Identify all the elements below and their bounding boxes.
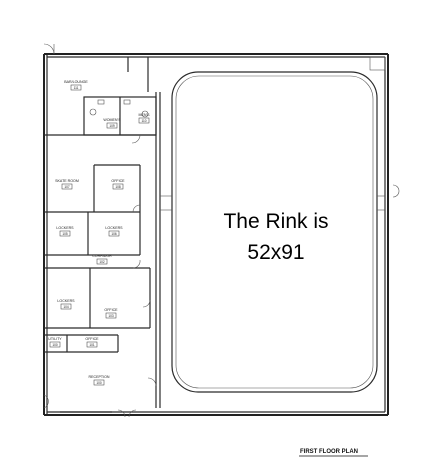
room-labels: BAR/LOUNGE 111 WOMEN'S 109 MEN'S 110 SKA… bbox=[48, 80, 150, 386]
room-tag-lockers-105: LOCKERS 105 bbox=[56, 226, 74, 237]
svg-text:MEN'S: MEN'S bbox=[138, 113, 150, 117]
svg-text:104: 104 bbox=[63, 305, 69, 309]
rink-boards bbox=[160, 71, 385, 393]
room-tag-skate-room: SKATE ROOM 107 bbox=[55, 179, 79, 190]
room-tag-office-103: OFFICE 103 bbox=[104, 308, 118, 319]
svg-text:109: 109 bbox=[109, 124, 115, 128]
exterior-walls bbox=[43, 53, 389, 416]
room-tag-corridor: CORRIDOR 102 bbox=[92, 254, 112, 265]
plan-title: FIRST FLOOR PLAN bbox=[300, 449, 358, 455]
svg-text:UTILITY: UTILITY bbox=[48, 337, 62, 341]
svg-text:CORRIDOR: CORRIDOR bbox=[92, 254, 112, 258]
svg-text:OFFICE: OFFICE bbox=[85, 337, 99, 341]
svg-text:LOCKERS: LOCKERS bbox=[57, 299, 75, 303]
svg-text:105: 105 bbox=[62, 232, 68, 236]
svg-text:106: 106 bbox=[111, 232, 117, 236]
room-tag-office-101: OFFICE 101 bbox=[85, 337, 99, 348]
svg-text:111: 111 bbox=[74, 86, 79, 90]
room-tag-lockers-104: LOCKERS 104 bbox=[57, 299, 75, 310]
svg-text:100: 100 bbox=[52, 343, 58, 347]
svg-text:OFFICE: OFFICE bbox=[111, 179, 125, 183]
svg-text:WOMEN'S: WOMEN'S bbox=[103, 118, 121, 122]
svg-text:OFFICE: OFFICE bbox=[104, 308, 118, 312]
room-tag-utility: UTILITY 100 bbox=[48, 337, 62, 348]
svg-text:101: 101 bbox=[89, 343, 95, 347]
room-tag-reception: RECEPTION 100 bbox=[89, 375, 110, 386]
svg-text:LOCKERS: LOCKERS bbox=[105, 226, 123, 230]
svg-text:SKATE ROOM: SKATE ROOM bbox=[55, 179, 79, 183]
doors bbox=[43, 43, 400, 418]
svg-text:100: 100 bbox=[96, 381, 102, 385]
room-tag-office-top: OFFICE 108 bbox=[111, 179, 125, 190]
room-tag-bar-lounge: BAR/LOUNGE 111 bbox=[64, 80, 88, 91]
svg-text:102: 102 bbox=[99, 260, 105, 264]
svg-text:LOCKERS: LOCKERS bbox=[56, 226, 74, 230]
svg-text:110: 110 bbox=[141, 119, 146, 123]
room-tag-mens: MEN'S 110 bbox=[138, 113, 150, 124]
room-tag-lockers-106: LOCKERS 106 bbox=[105, 226, 123, 237]
rink-annotation-line2: 52x91 bbox=[247, 241, 304, 264]
svg-text:BAR/LOUNGE: BAR/LOUNGE bbox=[64, 80, 88, 84]
svg-text:108: 108 bbox=[115, 185, 121, 189]
room-tag-womens: WOMEN'S 109 bbox=[103, 118, 121, 129]
svg-text:103: 103 bbox=[108, 314, 114, 318]
svg-text:RECEPTION: RECEPTION bbox=[89, 375, 110, 379]
rink-annotation-line1: The Rink is bbox=[223, 210, 328, 233]
restroom-fixtures bbox=[89, 99, 149, 118]
svg-text:107: 107 bbox=[64, 185, 70, 189]
interior-walls bbox=[44, 57, 161, 408]
